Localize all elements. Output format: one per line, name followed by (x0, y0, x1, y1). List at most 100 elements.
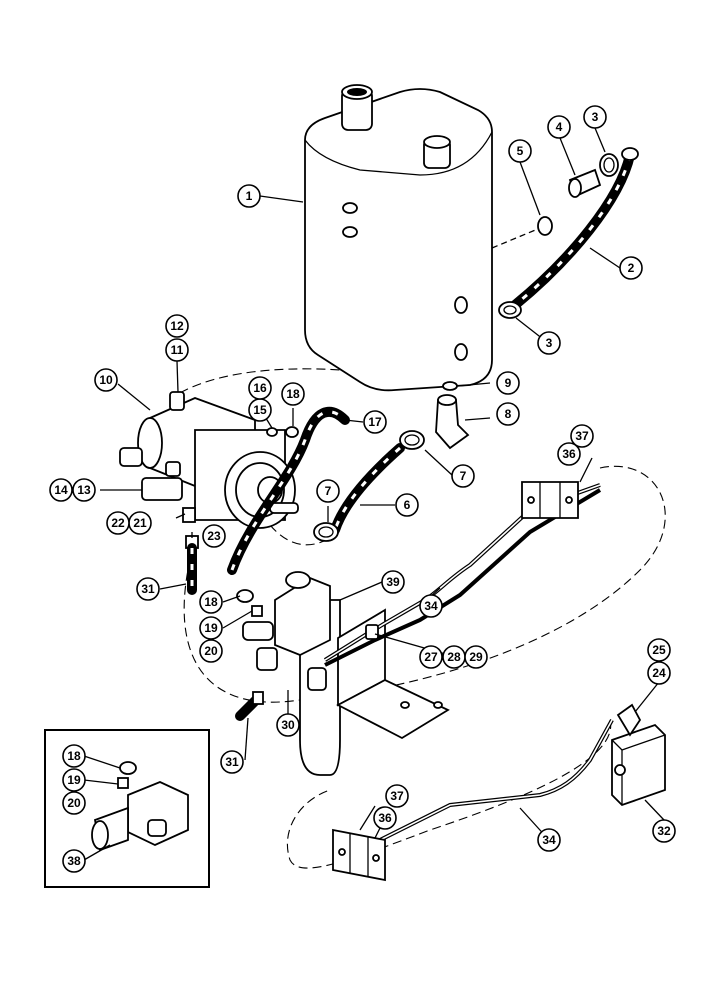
callout-37-upper: 37 (570, 424, 594, 448)
callout-20-inset: 20 (62, 791, 86, 815)
callout-7-left: 7 (316, 479, 340, 503)
svg-text:21: 21 (133, 516, 147, 530)
svg-text:11: 11 (171, 343, 184, 357)
callout-20-valve: 20 (199, 639, 223, 663)
callout-13: 13 (72, 478, 96, 502)
svg-text:34: 34 (424, 599, 438, 613)
svg-text:18: 18 (67, 749, 81, 763)
remote-valve-block (611, 703, 666, 807)
leader-lines (83, 127, 665, 861)
callout-16: 16 (248, 376, 272, 400)
svg-text:19: 19 (204, 621, 218, 635)
svg-text:6: 6 (404, 498, 411, 512)
tube-clamp-upper (521, 481, 579, 519)
svg-text:8: 8 (505, 407, 512, 421)
callout-39: 39 (381, 570, 405, 594)
svg-text:9: 9 (505, 376, 512, 390)
callout-37-lower: 37 (385, 784, 409, 808)
svg-text:37: 37 (390, 789, 404, 803)
svg-text:38: 38 (67, 854, 81, 868)
hydraulic-tube-bottom (379, 719, 614, 842)
svg-text:16: 16 (253, 381, 267, 395)
control-valve-assembly (242, 571, 450, 776)
svg-text:18: 18 (286, 387, 300, 401)
callout-27: 27 (419, 645, 443, 669)
svg-text:20: 20 (67, 796, 81, 810)
callout-9: 9 (496, 371, 520, 395)
callout-19-inset: 19 (62, 768, 86, 792)
callout-22: 22 (106, 511, 130, 535)
svg-text:1: 1 (246, 189, 253, 203)
callout-34-upper: 34 (419, 594, 443, 618)
svg-text:13: 13 (77, 483, 91, 497)
callout-21: 21 (128, 511, 152, 535)
svg-text:27: 27 (424, 650, 438, 664)
callout-31-lower: 31 (220, 750, 244, 774)
lower-loop-route (183, 465, 666, 703)
case-drain-hose (227, 406, 350, 575)
svg-text:29: 29 (469, 650, 483, 664)
pump-assembly (119, 391, 299, 529)
callout-18-inset: 18 (62, 744, 86, 768)
svg-text:20: 20 (204, 644, 218, 658)
callout-28: 28 (442, 645, 466, 669)
svg-text:14: 14 (54, 483, 68, 497)
hose-clamp-lower (498, 301, 522, 319)
o-ring (537, 216, 553, 236)
callout-23: 23 (202, 524, 226, 548)
tube-clamp-lower (332, 828, 386, 882)
valve-fitting-18 (236, 589, 254, 603)
callout-36-upper: 36 (557, 442, 581, 466)
callout-29: 29 (464, 645, 488, 669)
callout-4: 4 (547, 115, 571, 139)
svg-text:7: 7 (325, 484, 332, 498)
callout-2: 2 (619, 256, 643, 280)
callout-36-lower: 36 (373, 806, 397, 830)
callout-5: 5 (508, 139, 532, 163)
svg-text:32: 32 (657, 824, 671, 838)
callout-30: 30 (276, 713, 300, 737)
svg-text:7: 7 (460, 469, 467, 483)
callout-6: 6 (395, 493, 419, 517)
hose-clamp-upper (599, 153, 619, 177)
suction-hose-clamp-lower (313, 522, 339, 542)
svg-text:18: 18 (204, 595, 218, 609)
svg-text:15: 15 (253, 403, 267, 417)
svg-text:12: 12 (170, 319, 184, 333)
svg-text:31: 31 (225, 755, 239, 769)
callout-1: 1 (237, 184, 261, 208)
callout-32: 32 (652, 819, 676, 843)
callout-19-valve: 19 (199, 616, 223, 640)
svg-text:22: 22 (111, 516, 125, 530)
svg-text:31: 31 (141, 582, 155, 596)
callout-17: 17 (363, 410, 387, 434)
tube-union (365, 624, 379, 640)
svg-text:17: 17 (368, 415, 382, 429)
pump-fittings (266, 426, 299, 438)
svg-text:36: 36 (562, 447, 576, 461)
callout-7-right: 7 (451, 464, 475, 488)
svg-text:2: 2 (628, 261, 635, 275)
svg-text:34: 34 (542, 833, 556, 847)
callout-24: 24 (647, 661, 671, 685)
svg-text:24: 24 (652, 666, 666, 680)
callout-15: 15 (248, 398, 272, 422)
svg-text:4: 4 (556, 120, 563, 134)
callout-18-valve: 18 (199, 590, 223, 614)
svg-text:37: 37 (575, 429, 589, 443)
callout-10: 10 (94, 368, 118, 392)
adapter-fitting (568, 168, 602, 198)
callout-8: 8 (496, 402, 520, 426)
washer (442, 381, 458, 391)
svg-text:25: 25 (652, 643, 666, 657)
svg-text:28: 28 (447, 650, 461, 664)
return-hose (510, 147, 639, 310)
callout-3-lower: 3 (537, 331, 561, 355)
suction-hose (330, 443, 405, 535)
svg-text:30: 30 (281, 718, 295, 732)
callout-34-lower: 34 (537, 828, 561, 852)
callout-31-upper: 31 (136, 577, 160, 601)
callout-38: 38 (62, 849, 86, 873)
svg-text:23: 23 (207, 529, 221, 543)
